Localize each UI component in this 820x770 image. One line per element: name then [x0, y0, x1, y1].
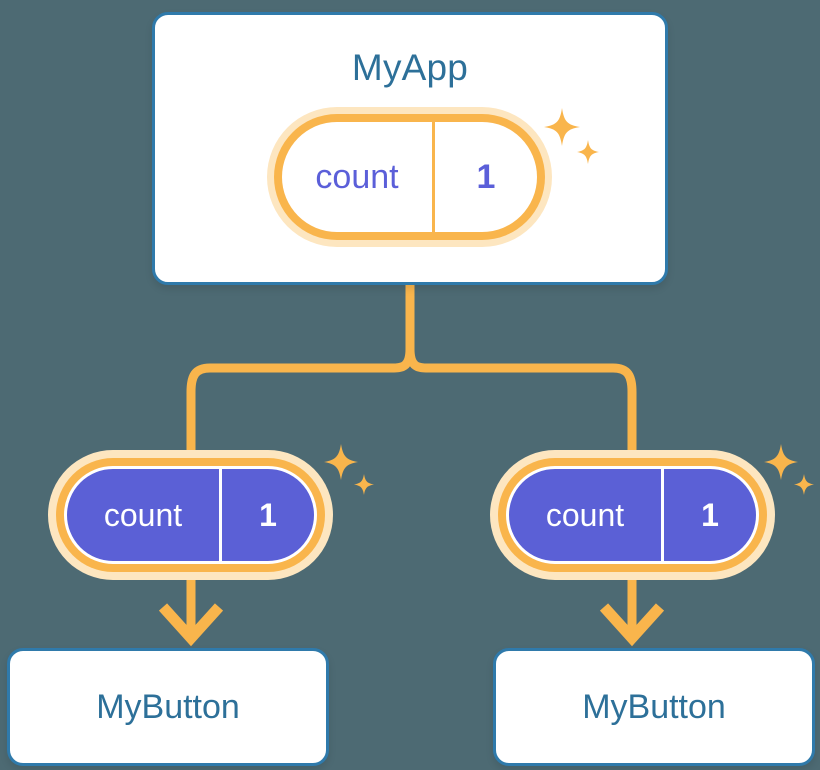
- mybutton-label: MyButton: [96, 688, 240, 726]
- state-key: count: [545, 497, 625, 533]
- connector-branch-right: [405, 348, 637, 456]
- pill-body: count 1: [282, 122, 537, 232]
- state-key: count: [315, 158, 399, 196]
- connector-branch-left: [186, 348, 415, 456]
- pill-divider: [219, 469, 222, 561]
- mybutton-label: MyButton: [582, 688, 726, 726]
- arrow-down-icon-right: [599, 580, 665, 647]
- state-value: 1: [701, 497, 719, 533]
- mybutton-card-1: MyButton: [7, 648, 329, 766]
- state-pill-child-1: count 1: [48, 450, 333, 580]
- mybutton-card-2: MyButton: [493, 648, 815, 766]
- state-pill-child-2: count 1: [490, 450, 775, 580]
- page-title: MyApp: [351, 47, 469, 88]
- pill-divider: [432, 122, 435, 232]
- state-value: 1: [476, 158, 496, 196]
- pill-body: count 1: [64, 466, 317, 564]
- pill-body: count 1: [506, 466, 759, 564]
- pill-divider: [661, 469, 664, 561]
- state-value: 1: [259, 497, 277, 533]
- state-pill-myapp: count 1: [267, 107, 552, 247]
- arrow-down-icon-left: [158, 580, 224, 647]
- state-key: count: [103, 497, 183, 533]
